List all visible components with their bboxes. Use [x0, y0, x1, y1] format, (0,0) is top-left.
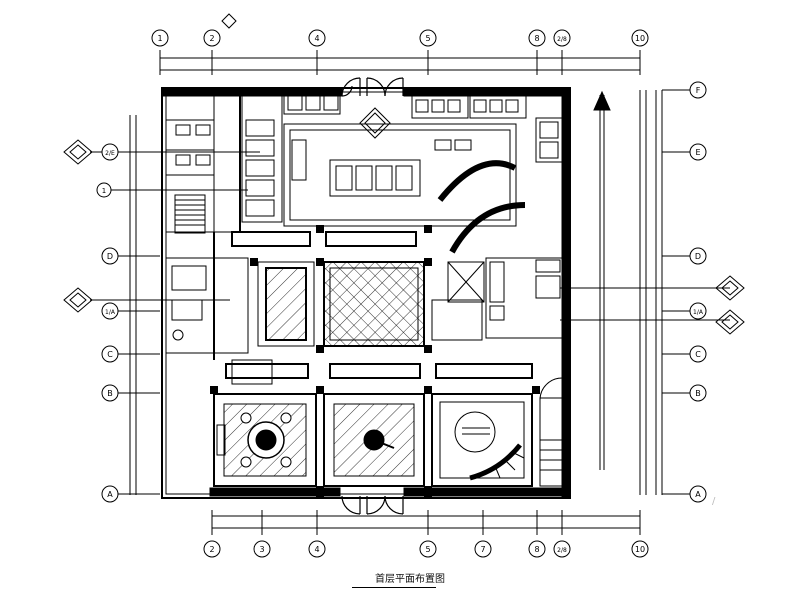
axis-label: C: [107, 350, 113, 359]
main-entrance-bottom: [341, 495, 404, 515]
central-floor-panel: [323, 261, 425, 347]
axis-label: 3: [259, 545, 264, 554]
axis-label: 1/A: [693, 309, 704, 316]
wing-partitions: [213, 92, 241, 360]
axis-label: F: [696, 86, 701, 95]
axis-label: 7: [480, 545, 485, 554]
axis-label: 4: [314, 545, 319, 554]
axis-label: 8: [534, 545, 539, 554]
right-axis-bubbles: [689, 81, 707, 503]
axis-label: 8: [534, 34, 539, 43]
axis-label: 1/A: [105, 309, 116, 316]
bottom-axis-labels: 2 3 4 5 7 8 2/8 10: [209, 545, 645, 554]
direction-arrow: [593, 90, 611, 470]
top-dimension-lines: [159, 50, 641, 75]
axis-label: 4: [314, 34, 319, 43]
booth-zone-left: [241, 91, 341, 223]
axis-label: A: [107, 490, 113, 499]
axis-label: D: [695, 252, 701, 261]
left-axis-labels: 2/E D 1/A C B A 1: [102, 150, 116, 499]
axis-label: 2: [209, 34, 214, 43]
left-axis-bubbles: [96, 143, 119, 503]
main-entrance-top: [341, 77, 404, 97]
left-axis-grid-lines: [118, 255, 160, 495]
bottom-axis-bubbles: [203, 540, 649, 558]
central-dining-hall: [283, 95, 563, 254]
corridor-tables-row1: [231, 231, 417, 247]
axis-label: E: [695, 148, 700, 157]
lobby-right: [431, 257, 563, 341]
right-axis-labels: F E D 1/A C B A: [693, 86, 704, 499]
service-wing: [165, 91, 249, 354]
axis-label: 5: [425, 545, 430, 554]
axis-label: 2/8: [557, 547, 567, 554]
corridor-tables-row2: [225, 359, 533, 385]
axis-label: 1: [157, 34, 162, 43]
axis-label: 5: [425, 34, 430, 43]
stair-room-right: [431, 393, 533, 487]
private-room-center: [323, 393, 425, 487]
bottom-dimension-lines: [211, 510, 641, 535]
axis-label: A: [695, 490, 701, 499]
ceiling-diamond-top: [359, 107, 391, 139]
title-underline: [352, 587, 436, 588]
top-axis-labels: 1 2 4 5 8 2/8 10: [157, 34, 645, 43]
callout-label: 1: [102, 187, 106, 195]
axis-label: 2/8: [557, 36, 567, 43]
axis-label: C: [695, 350, 701, 359]
axis-label: D: [107, 252, 113, 261]
right-stair: [539, 377, 563, 487]
drawing-title: 首层平面布置图: [375, 574, 445, 585]
axis-label: B: [695, 389, 701, 398]
axis-label: 2: [209, 545, 214, 554]
right-axis-grid-lines: [662, 89, 690, 495]
top-axis-bubbles: [151, 29, 649, 47]
left-floor-panel: [257, 261, 315, 347]
side-dimension-lines: [129, 90, 663, 495]
private-room-left: [213, 393, 317, 487]
axis-label: B: [107, 389, 113, 398]
section-markers: [63, 13, 745, 335]
axis-label: 2/E: [105, 150, 115, 157]
watermark: /: [712, 496, 716, 507]
axis-label: 10: [635, 34, 645, 43]
structural-columns: [210, 225, 540, 498]
axis-label: 10: [635, 545, 645, 554]
